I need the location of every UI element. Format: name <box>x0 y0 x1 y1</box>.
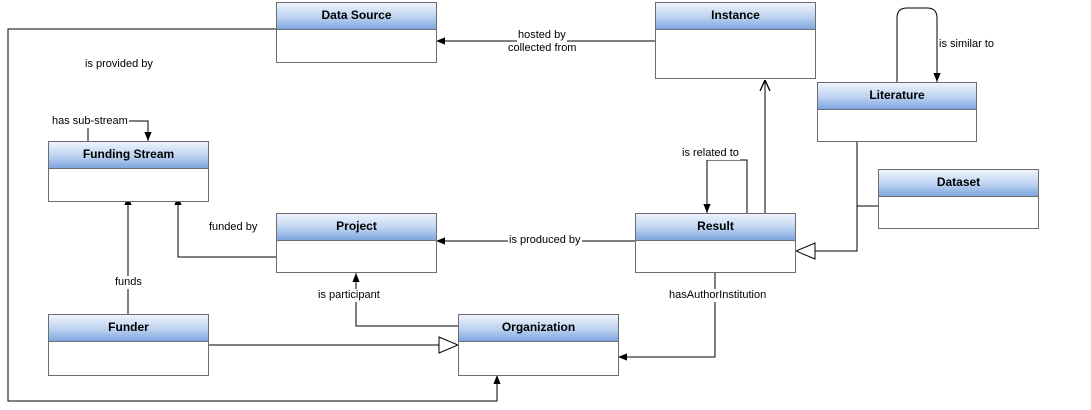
class-funding-stream[interactable]: Funding Stream <box>48 141 209 202</box>
class-literature[interactable]: Literature <box>817 82 977 142</box>
edge-result-organization <box>618 272 716 361</box>
label-collected-from: collected from <box>507 42 578 55</box>
class-data-source[interactable]: Data Source <box>276 2 437 63</box>
label-hosted-by: hosted by <box>517 29 567 42</box>
class-instance-title: Instance <box>656 3 815 30</box>
label-has-author-institution: hasAuthorInstitution <box>668 289 768 302</box>
class-organization-title: Organization <box>459 315 618 342</box>
label-is-related-to: is related to <box>681 147 740 160</box>
class-project-title: Project <box>277 214 436 241</box>
class-dataset-title: Dataset <box>879 170 1038 197</box>
label-funded-by: funded by <box>208 221 259 234</box>
class-funding-stream-title: Funding Stream <box>49 142 208 169</box>
class-funder-title: Funder <box>49 315 208 342</box>
class-result-title: Result <box>636 214 795 241</box>
edge-literature-self <box>896 7 941 82</box>
class-result[interactable]: Result <box>635 213 796 273</box>
class-dataset[interactable]: Dataset <box>878 169 1039 229</box>
class-instance[interactable]: Instance <box>655 2 816 79</box>
edge-literature-result <box>796 141 858 251</box>
class-data-source-title: Data Source <box>277 3 436 30</box>
edge-result-self <box>703 159 748 213</box>
label-is-provided-by: is provided by <box>84 58 154 71</box>
class-organization[interactable]: Organization <box>458 314 619 376</box>
label-funds: funds <box>114 276 143 289</box>
label-is-similar-to: is similar to <box>938 38 996 51</box>
class-funder[interactable]: Funder <box>48 314 209 376</box>
class-project[interactable]: Project <box>276 213 437 273</box>
class-literature-title: Literature <box>818 83 976 110</box>
label-has-sub-stream: has sub-stream <box>51 115 129 128</box>
edge-datasource-organization <box>7 28 501 402</box>
edge-project-fundingstream <box>174 196 276 258</box>
label-is-produced-by: is produced by <box>508 234 582 247</box>
label-is-participant: is participant <box>317 289 381 302</box>
